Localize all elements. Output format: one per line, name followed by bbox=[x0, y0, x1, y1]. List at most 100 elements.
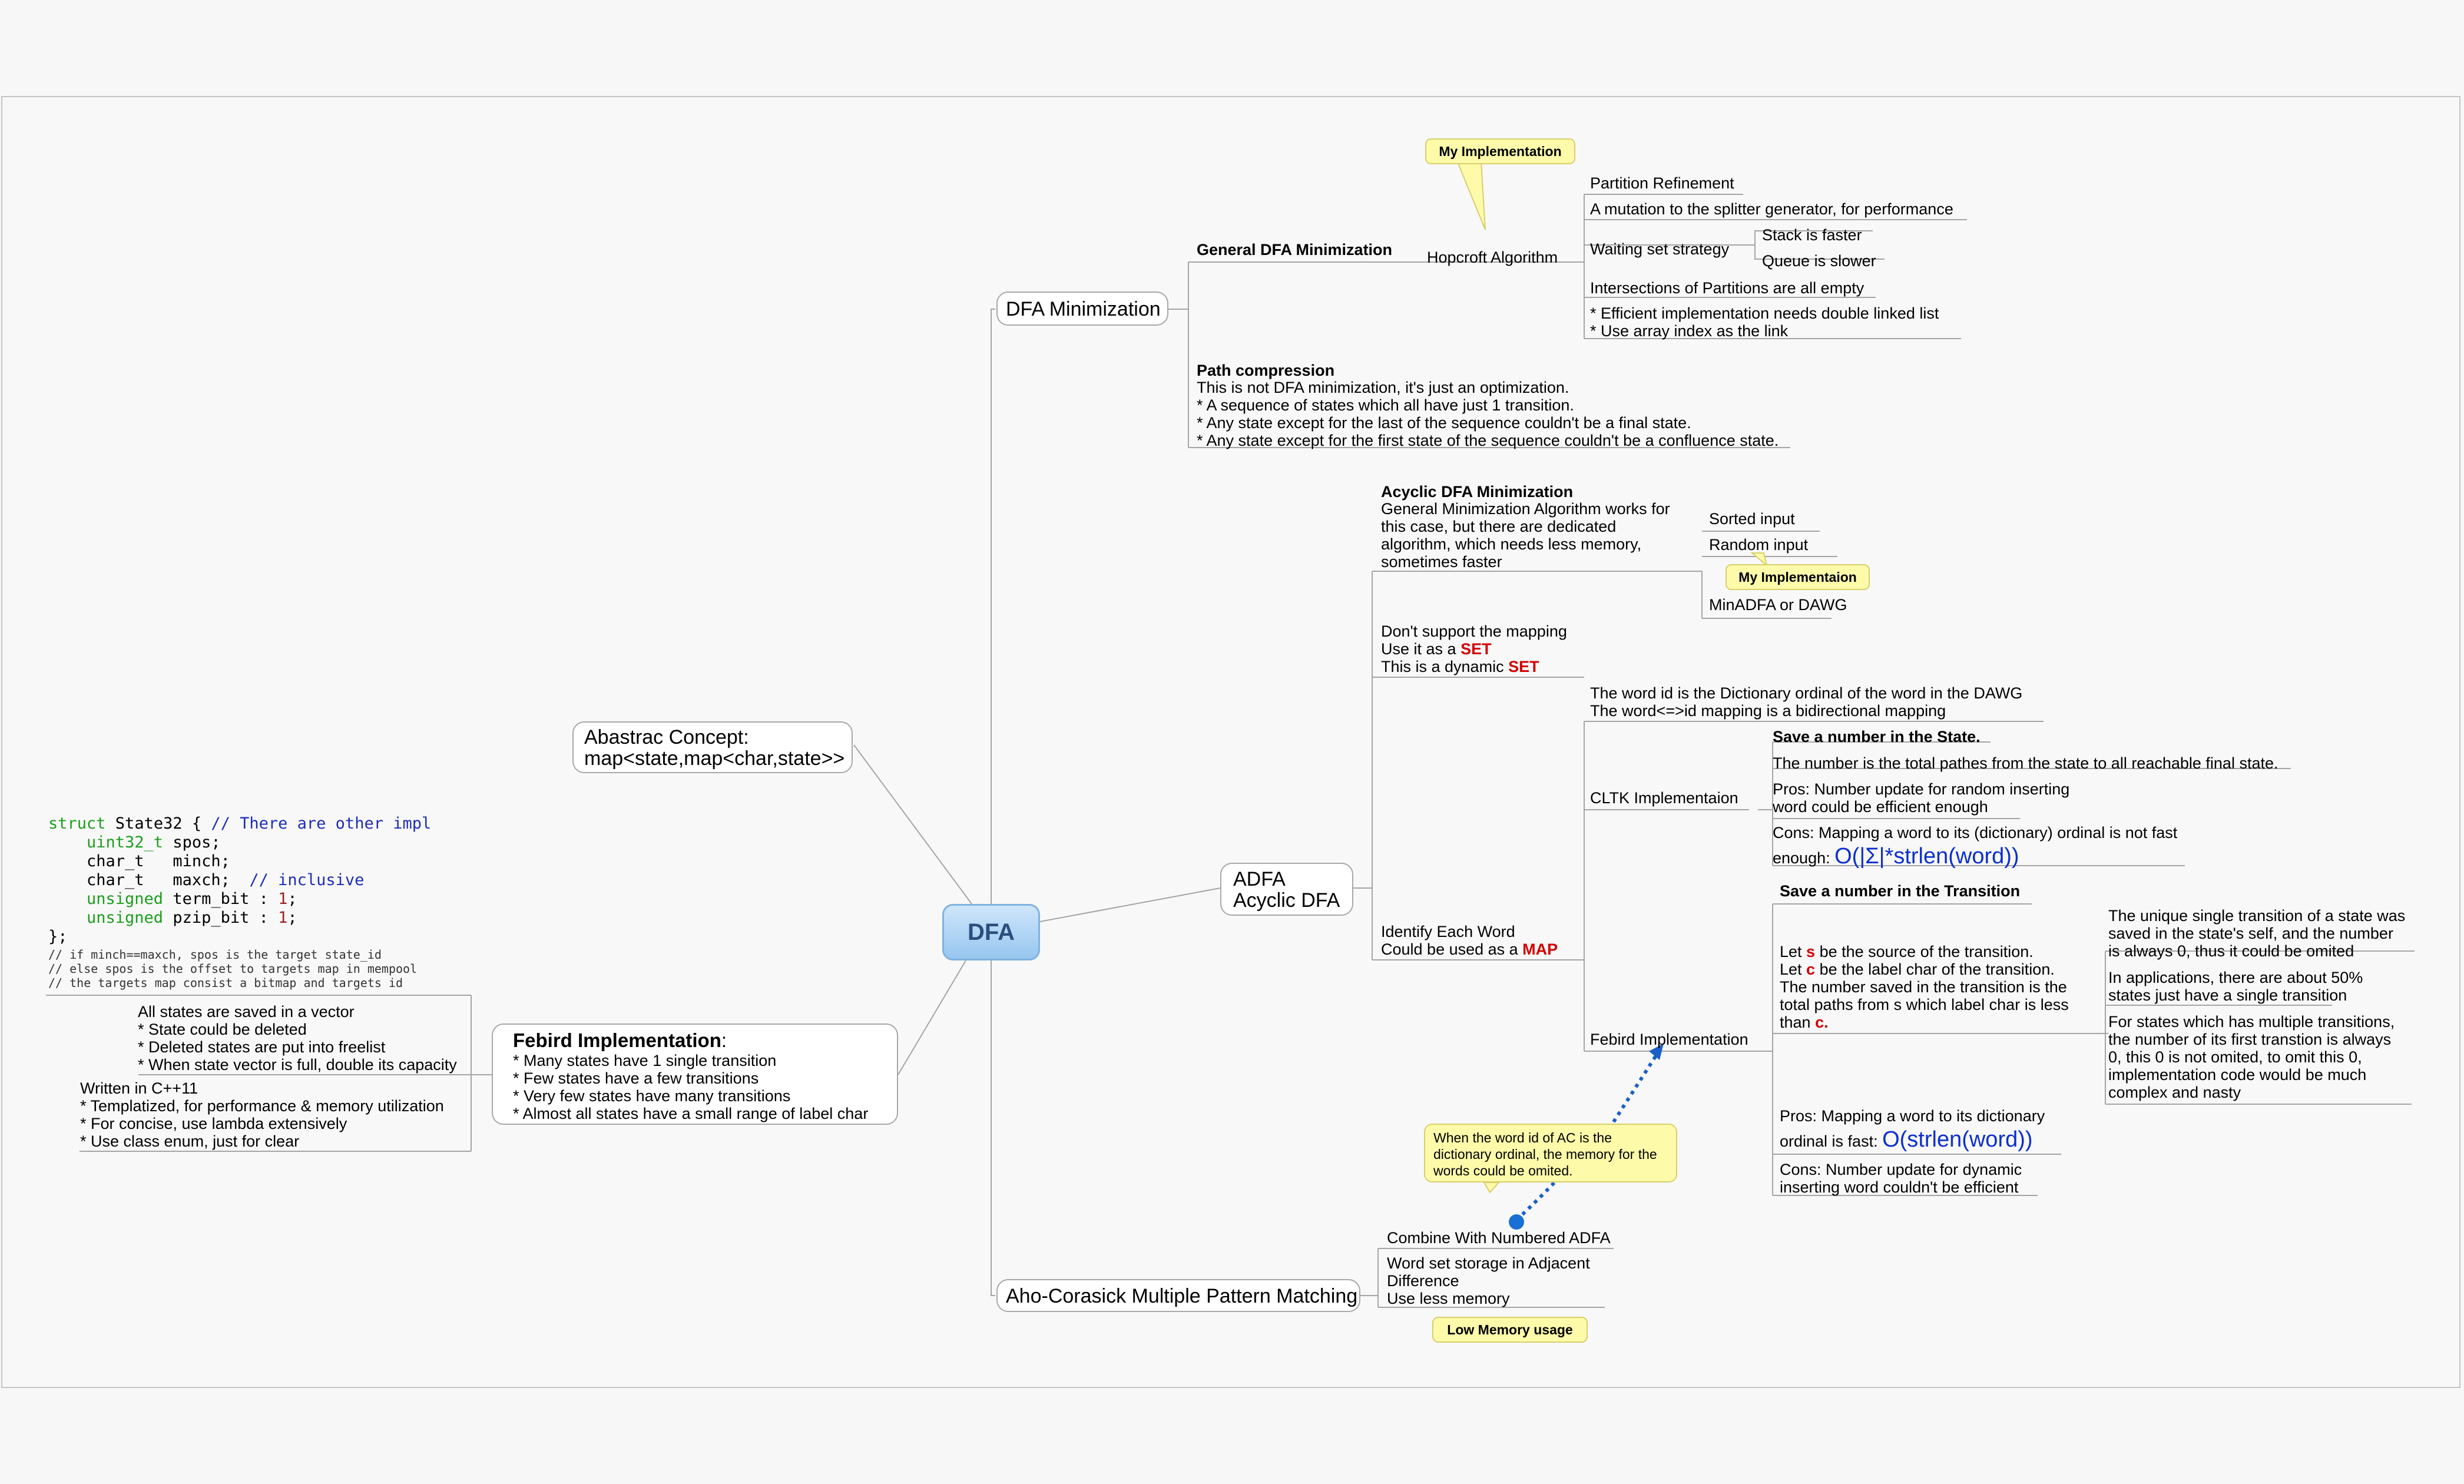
topic-abstract-concept-label: Abastrac Concept: map<state,map<char,sta… bbox=[584, 726, 845, 770]
let-s-var: s bbox=[1806, 943, 1816, 960]
map-keyword: MAP bbox=[1522, 940, 1558, 958]
code-pzip-bit: pzip_bit : bbox=[163, 909, 279, 927]
code-kw-unsigned-2: unsigned bbox=[48, 909, 164, 927]
topic-adfa-label: ADFA Acyclic DFA bbox=[1233, 868, 1340, 912]
mapping-line-3: This is a dynamic SET bbox=[1381, 658, 1539, 675]
code-comment-1: // if minch==maxch, spos is the target s… bbox=[48, 948, 382, 962]
mapping-line-2: Use it as a SET bbox=[1381, 640, 1492, 658]
let-c-var: c bbox=[1806, 960, 1816, 978]
code-comment-3: // the targets map consist a bitmap and … bbox=[48, 976, 403, 990]
hopcroft-algorithm[interactable]: Hopcroft Algorithm bbox=[1427, 249, 1558, 266]
code-semicolon-2: ; bbox=[287, 909, 297, 927]
callout-low-memory[interactable]: Low Memory usage bbox=[1432, 1317, 1588, 1343]
fifty-percent-states[interactable]: In applications, there are about 50% sta… bbox=[2108, 969, 2363, 1004]
save-number-in-transition[interactable]: Save a number in the Transition bbox=[1780, 882, 2021, 900]
let-c-line: Let c be the label char of the transitio… bbox=[1780, 960, 2055, 978]
code-comment-impl: // There are other impl bbox=[211, 814, 432, 833]
unique-single-transition[interactable]: The unique single transition of a state … bbox=[2108, 907, 2406, 960]
pros-febird-formula: O(strlen(word)) bbox=[1882, 1127, 2033, 1152]
febird-colon: : bbox=[721, 1029, 727, 1051]
pros-febird-fast: ordinal is fast: bbox=[1780, 1132, 1883, 1150]
struct-state32-code: struct State32 { // There are other impl… bbox=[48, 814, 431, 946]
stack-is-faster[interactable]: Stack is faster bbox=[1762, 226, 1862, 244]
multiple-transitions[interactable]: For states which has multiple transition… bbox=[2108, 1013, 2395, 1101]
febird-implementation-adfa[interactable]: Febird Implementation bbox=[1590, 1031, 1748, 1048]
let-s-prefix: Let bbox=[1780, 943, 1807, 960]
struct-state32-comments: // if minch==maxch, spos is the target s… bbox=[48, 948, 417, 990]
code-comment-2: // else spos is the offset to targets ma… bbox=[48, 962, 418, 976]
topic-adfa[interactable]: ADFA Acyclic DFA bbox=[1220, 863, 1353, 916]
code-struct-name: State32 { bbox=[105, 814, 211, 833]
callout-my-implementation[interactable]: My Implementation bbox=[1425, 138, 1575, 164]
topic-abstract-concept[interactable]: Abastrac Concept: map<state,map<char,sta… bbox=[572, 721, 853, 773]
cltk-implementaion[interactable]: CLTK Implementaion bbox=[1590, 789, 1738, 807]
word-id-ordinal[interactable]: The word id is the Dictionary ordinal of… bbox=[1590, 684, 2023, 720]
acyclic-dfa-minimization-title[interactable]: Acyclic DFA Minimization bbox=[1381, 483, 1574, 501]
cons-febird[interactable]: Cons: Number update for dynamic insertin… bbox=[1780, 1161, 2022, 1196]
pros-cltk[interactable]: Pros: Number update for random inserting… bbox=[1773, 780, 2070, 816]
total-pathes[interactable]: The number is the total pathes from the … bbox=[1773, 754, 2278, 772]
code-kw-unsigned-1: unsigned bbox=[48, 890, 164, 908]
code-minch: char_t minch; bbox=[48, 852, 230, 870]
central-label: DFA bbox=[968, 919, 1015, 945]
code-term-bit: term_bit : bbox=[163, 890, 279, 908]
callout-ac-note-label: When the word id of AC is the dictionary… bbox=[1433, 1130, 1657, 1178]
code-maxch: char_t maxch; bbox=[48, 871, 250, 889]
sheet-frame bbox=[1, 96, 2460, 1388]
queue-is-slower[interactable]: Queue is slower bbox=[1762, 252, 1876, 270]
waiting-set-strategy[interactable]: Waiting set strategy bbox=[1590, 240, 1730, 258]
intersections-empty[interactable]: Intersections of Partitions are all empt… bbox=[1590, 279, 1864, 297]
acyclic-dfa-minimization-body: General Minimization Algorithm works for… bbox=[1381, 500, 1670, 571]
identify-each-word[interactable]: Identify Each Word bbox=[1381, 923, 1515, 940]
written-in-cpp11[interactable]: Written in C++11 * Templatized, for perf… bbox=[80, 1079, 444, 1150]
set-keyword-2: SET bbox=[1508, 658, 1539, 675]
central-topic[interactable]: DFA bbox=[942, 904, 1040, 960]
let-s-suffix: be the source of the transition. bbox=[1815, 943, 2034, 960]
save-number-in-state[interactable]: Save a number in the State. bbox=[1773, 728, 1981, 746]
word-set-storage[interactable]: Word set storage in Adjacent Difference … bbox=[1387, 1254, 1590, 1307]
code-comment-inclusive: // inclusive bbox=[249, 871, 365, 889]
febird-body: * Many states have 1 single transition *… bbox=[513, 1052, 869, 1122]
minadfa-or-dawg[interactable]: MinADFA or DAWG bbox=[1709, 596, 1847, 614]
mapping-line-1[interactable]: Don't support the mapping bbox=[1381, 622, 1567, 640]
cons-cltk-line-1[interactable]: Cons: Mapping a word to its (dictionary)… bbox=[1773, 824, 2178, 842]
callout-my-implementaion-random[interactable]: My Implementaion bbox=[1726, 564, 1870, 590]
path-compression-title[interactable]: Path compression bbox=[1197, 362, 1335, 379]
topic-aho-corasick[interactable]: Aho-Corasick Multiple Pattern Matching bbox=[996, 1279, 1360, 1312]
pros-febird-line-2: ordinal is fast: O(strlen(word)) bbox=[1780, 1128, 2033, 1151]
cons-cltk-line-2: enough: O(|Σ|*strlen(word)) bbox=[1773, 845, 2019, 867]
callout-low-memory-label: Low Memory usage bbox=[1447, 1322, 1573, 1337]
code-num-2: 1 bbox=[278, 909, 288, 927]
febird-title: Febird Implementation bbox=[513, 1029, 721, 1051]
callout-random-label: My Implementaion bbox=[1738, 569, 1857, 585]
mutation-splitter[interactable]: A mutation to the splitter generator, fo… bbox=[1590, 200, 1953, 218]
combine-numbered-adfa[interactable]: Combine With Numbered ADFA bbox=[1387, 1229, 1611, 1247]
code-spos: spos; bbox=[163, 833, 221, 852]
code-num-1: 1 bbox=[278, 890, 288, 908]
callout-ac-note[interactable]: When the word id of AC is the dictionary… bbox=[1424, 1124, 1677, 1182]
partition-refinement[interactable]: Partition Refinement bbox=[1590, 174, 1734, 192]
states-saved-vector[interactable]: All states are saved in a vector * State… bbox=[138, 1003, 457, 1074]
topic-aho-corasick-label: Aho-Corasick Multiple Pattern Matching bbox=[1006, 1285, 1358, 1307]
topic-dfa-minimization[interactable]: DFA Minimization bbox=[996, 292, 1168, 326]
let-than-line: than c. bbox=[1780, 1013, 1829, 1031]
let-c-prefix: Let bbox=[1780, 960, 1807, 978]
identify-used-as: Could be used as a bbox=[1381, 940, 1523, 958]
let-than-prefix: than bbox=[1780, 1013, 1816, 1031]
sorted-input[interactable]: Sorted input bbox=[1709, 510, 1795, 528]
code-kw-struct: struct bbox=[48, 814, 106, 833]
set-keyword: SET bbox=[1460, 640, 1492, 658]
code-close-brace: }; bbox=[48, 928, 68, 946]
random-input[interactable]: Random input bbox=[1709, 536, 1809, 554]
mapping-use-as: Use it as a bbox=[1381, 640, 1461, 658]
general-dfa-minimization[interactable]: General DFA Minimization bbox=[1197, 241, 1393, 259]
let-than-var: c. bbox=[1815, 1013, 1829, 1031]
path-compression-body: This is not DFA minimization, it's just … bbox=[1197, 379, 1779, 449]
efficient-implementation[interactable]: * Efficient implementation needs double … bbox=[1590, 304, 1939, 340]
let-c-suffix: be the label char of the transition. bbox=[1815, 960, 2055, 978]
topic-dfa-minimization-label: DFA Minimization bbox=[1006, 298, 1161, 320]
topic-febird-implementation[interactable]: Febird Implementation: * Many states hav… bbox=[492, 1023, 898, 1125]
pros-febird-line-1[interactable]: Pros: Mapping a word to its dictionary bbox=[1780, 1107, 2045, 1125]
